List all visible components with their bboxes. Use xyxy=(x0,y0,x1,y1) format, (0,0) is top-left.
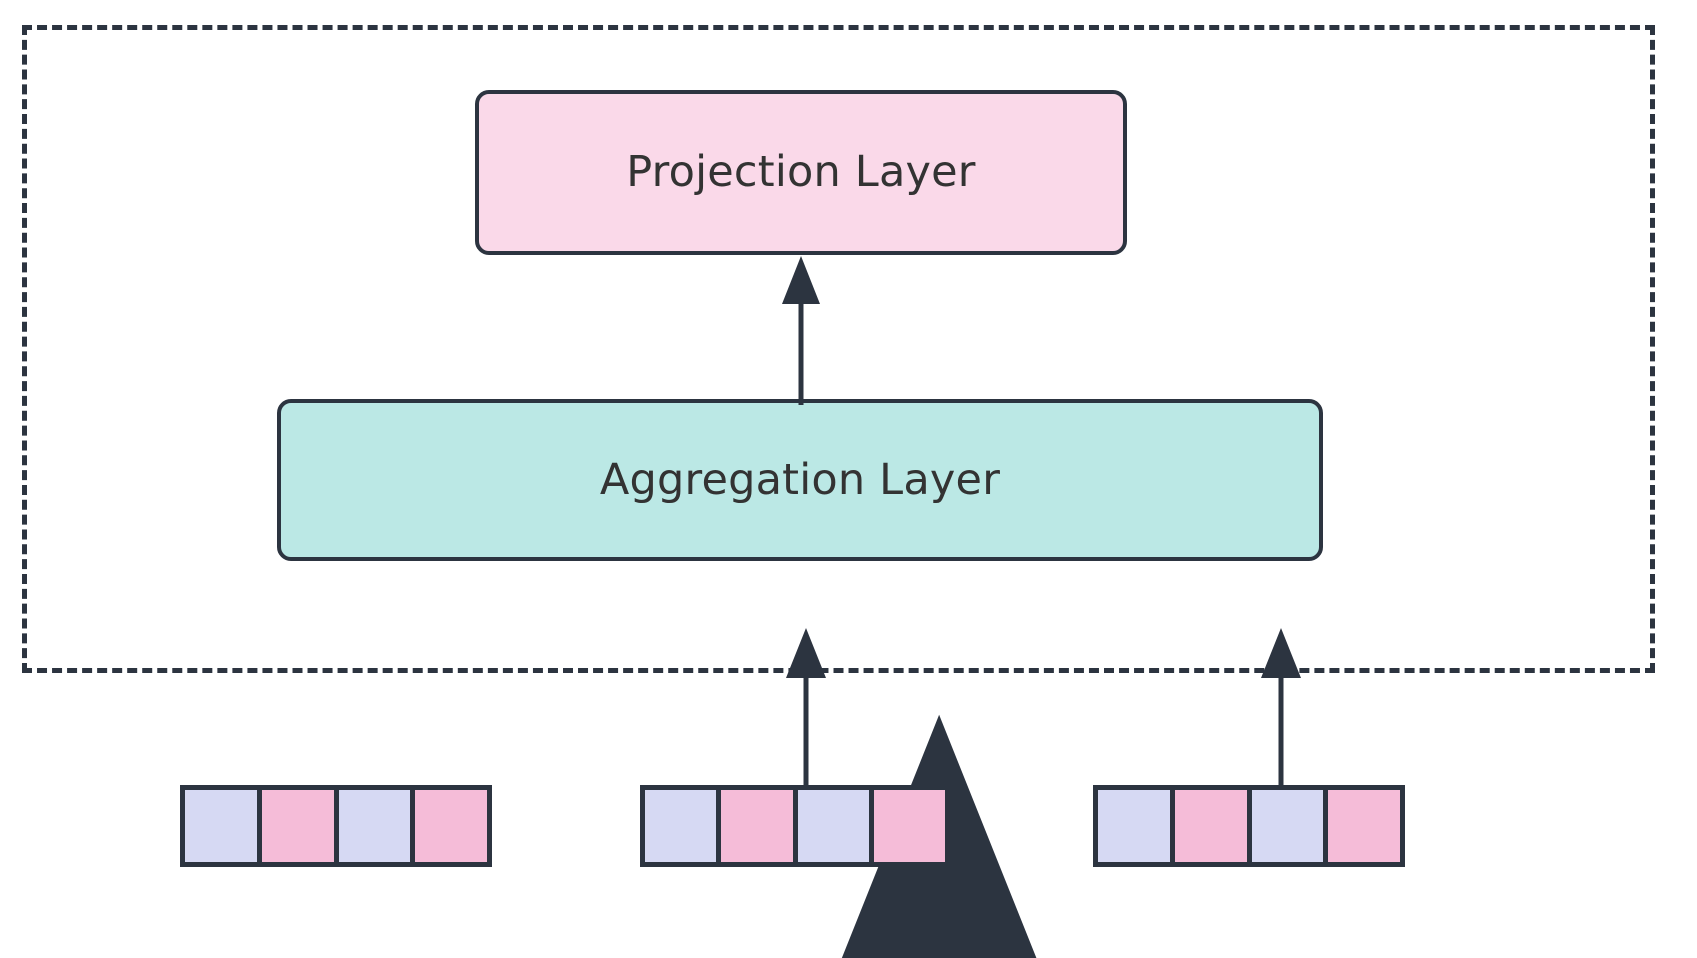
token-cell xyxy=(1328,790,1400,862)
token-cell xyxy=(1098,790,1175,862)
token-cell xyxy=(797,790,874,862)
token-cell xyxy=(338,790,416,862)
projection-layer-label: Projection Layer xyxy=(626,147,976,197)
projection-layer-node[interactable]: Projection Layer xyxy=(475,90,1127,255)
token-cell xyxy=(185,790,262,862)
token-cell xyxy=(1174,790,1252,862)
dashed-module-boundary xyxy=(22,25,1655,673)
token-strip[interactable] xyxy=(1093,785,1405,867)
token-cell xyxy=(873,790,945,862)
aggregation-layer-node[interactable]: Aggregation Layer xyxy=(277,399,1323,561)
token-cell xyxy=(261,790,339,862)
token-strip[interactable] xyxy=(180,785,492,867)
aggregation-layer-label: Aggregation Layer xyxy=(599,454,1001,505)
token-cell xyxy=(1251,790,1329,862)
token-cell xyxy=(645,790,722,862)
token-strip[interactable] xyxy=(640,785,950,867)
token-cell xyxy=(415,790,487,862)
token-cell xyxy=(721,790,798,862)
